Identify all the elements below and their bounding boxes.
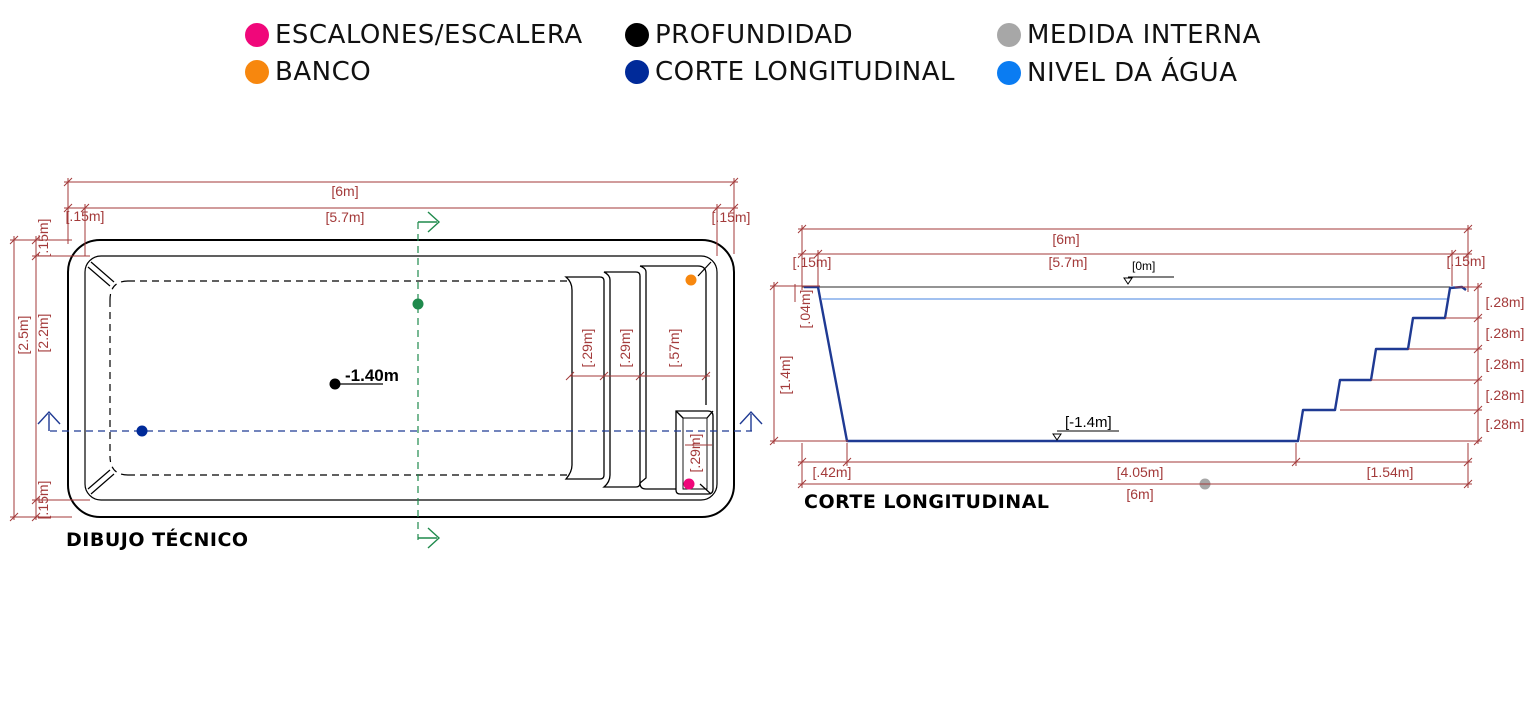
navy-dot-icon [625,60,649,84]
legend-label: CORTE LONGITUDINAL [655,57,955,87]
depth-marker [329,378,341,390]
section-dimension-ticks [769,224,1483,489]
dim-section-total-length: [6m] [1052,231,1079,247]
legend-item-profundidad: PROFUNDIDAD [625,20,853,50]
dim-step-3: [.57m] [666,329,682,368]
dim-bench: [.29m] [687,434,703,473]
corner-chamfers [87,261,712,495]
floor-dashed-outline [109,280,567,476]
black-dot-icon [625,23,649,47]
orange-marker [685,274,697,286]
dim-riser-5: [.28m] [1486,416,1525,432]
dim-plan-border-left: [.15m] [66,208,105,224]
pink-marker [683,478,695,490]
orange-dot-icon [245,60,269,84]
section-caption: CORTE LONGITUDINAL [804,491,1050,513]
gray-dot-icon [997,23,1021,47]
dim-section-depth: [1.4m] [777,356,793,395]
legend-label: MEDIDA INTERNA [1027,20,1261,50]
level-top-label: [0m] [1132,259,1155,273]
legend: ESCALONES/ESCALERA BANCO PROFUNDIDAD COR… [245,18,1295,98]
dim-plan-border-right: [.15m] [712,209,751,225]
blue-dot-icon [997,61,1021,85]
dim-plan-border-bottom: [.15m] [35,481,51,520]
depth-label: -1.40m [345,366,399,385]
section-view: [0m] [-1.4m] [769,224,1525,502]
dim-plan-total-width: [2.5m] [15,316,31,355]
navy-marker [136,425,148,437]
dim-section-bottom-total: [6m] [1126,486,1153,502]
cut-arrow-left-icon [37,410,61,431]
dim-section-border-left: [.15m] [793,254,832,270]
dim-section-border-right: [.15m] [1447,253,1486,269]
dim-riser-2: [.28m] [1486,325,1525,341]
step-3 [639,265,707,490]
pool-outer-outline [67,239,735,518]
dim-riser-1: [.28m] [1486,294,1525,310]
legend-label: PROFUNDIDAD [655,20,854,50]
dim-plan-inner-length: [5.7m] [326,209,365,225]
legend-item-medida: MEDIDA INTERNA [997,20,1261,50]
legend-item-banco: BANCO [245,57,371,87]
dim-step-2: [.29m] [617,329,633,368]
legend-item-escalones: ESCALONES/ESCALERA [245,20,583,50]
dim-riser-3: [.28m] [1486,356,1525,372]
legend-item-nivel: NIVEL DA ÁGUA [997,58,1238,88]
dim-plan-total-length: [6m] [331,183,358,199]
level-marker-bottom-icon [1052,433,1062,441]
plan-caption: DIBUJO TÉCNICO [66,529,249,551]
dim-plan-inner-width: [2.2m] [35,314,51,353]
cut-arrow-bottom-icon [418,527,441,549]
legend-label: ESCALONES/ESCALERA [275,20,583,50]
pool-inner-outline [84,255,718,501]
dim-section-inner-length: [5.7m] [1049,254,1088,270]
pool-profile [804,285,1467,443]
plan-dimension-ticks [9,177,739,522]
pink-dot-icon [245,23,269,47]
step-2 [602,271,641,488]
plan-view: -1.40m [6m] [5.7m] [.15m] [.15m] [9,177,763,549]
bench-inner [682,417,708,490]
legend-item-corte: CORTE LONGITUDINAL [625,57,955,87]
dim-floor: [4.05m] [1117,464,1164,480]
legend-label: BANCO [275,57,372,87]
steps [564,265,714,495]
cut-arrow-right-icon [739,410,763,431]
cut-arrow-top-icon [418,211,441,233]
step-1 [564,276,605,480]
dim-riser-4: [.28m] [1486,387,1525,403]
green-marker [412,298,424,310]
dim-slope: [.42m] [813,464,852,480]
dim-stairs: [1.54m] [1367,464,1414,480]
legend-label: NIVEL DA ÁGUA [1027,58,1238,88]
level-marker-top-icon [1123,277,1133,285]
dim-plan-border-top: [.15m] [35,219,51,258]
dim-step-1: [.29m] [579,329,595,368]
level-bottom-label: [-1.4m] [1065,414,1112,431]
dim-section-rim: [.04m] [797,290,813,329]
